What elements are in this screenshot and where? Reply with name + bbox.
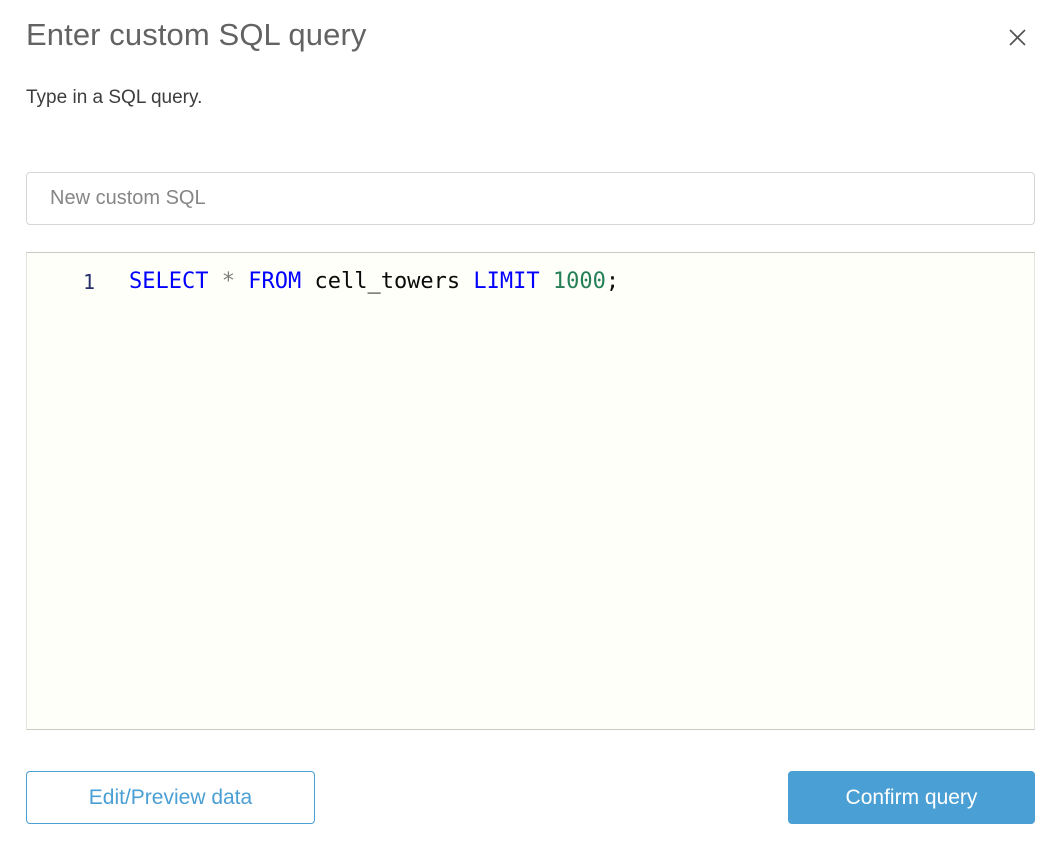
page-title: Enter custom SQL query [26,17,367,52]
line-number: 1 [82,270,95,294]
sql-token-table: cell_towers [314,269,461,294]
sql-token-select: SELECT [129,269,209,294]
code-text: SELECT * FROM cell_towers LIMIT 1000; [95,267,619,297]
dialog-header: Enter custom SQL query [26,12,1035,64]
sql-token-count: 1000 [552,269,606,294]
sql-token-space [540,269,553,294]
sql-token-space [301,269,314,294]
confirm-query-button[interactable]: Confirm query [788,771,1035,824]
sql-token-space [460,269,473,294]
sql-token-space [208,269,221,294]
sql-token-from: FROM [248,269,302,294]
sql-token-semicolon: ; [605,269,620,294]
sql-token-limit: LIMIT [473,269,540,294]
close-button[interactable] [1000,20,1034,54]
edit-preview-data-button[interactable]: Edit/Preview data [26,771,315,824]
sql-token-space [235,269,248,294]
code-line: 1 SELECT * FROM cell_towers LIMIT 1000; [27,253,1034,297]
query-name-input[interactable] [26,172,1035,225]
dialog-subtitle: Type in a SQL query. [26,87,203,108]
sql-token-star: * [221,269,235,294]
close-icon [1008,28,1027,47]
sql-code-editor[interactable]: 1 SELECT * FROM cell_towers LIMIT 1000; [26,252,1035,730]
